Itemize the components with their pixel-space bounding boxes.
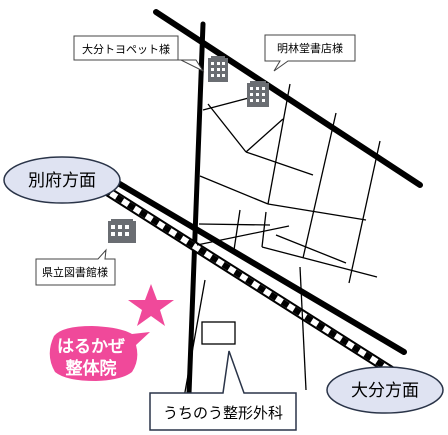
label-harukaze-line1: はるかぜ xyxy=(57,337,125,357)
label-harukaze-line2: 整体院 xyxy=(66,358,117,379)
road-north-south-main xyxy=(185,21,206,423)
star-icon xyxy=(128,284,174,326)
label-clinic: うちのう整形外科 xyxy=(163,404,283,422)
label-toyopet: 大分トヨペット様 xyxy=(82,42,170,56)
callout-library: 県立図書館様 xyxy=(35,248,116,286)
callout-meirindo: 明林堂書店様 xyxy=(264,34,356,72)
road-beppu-oita-highway xyxy=(115,180,407,355)
building-meirindo-icon xyxy=(247,81,269,107)
direction-beppu: 別府方面 xyxy=(3,156,121,204)
label-meirindo: 明林堂書店様 xyxy=(277,41,343,55)
direction-oita: 大分方面 xyxy=(326,366,444,414)
label-library: 県立図書館様 xyxy=(42,265,108,279)
clinic-building-outline xyxy=(201,321,236,345)
label-oita: 大分方面 xyxy=(351,381,419,401)
harukaze-marker: はるかぜ 整体院 xyxy=(49,284,174,381)
harukaze-label-shape xyxy=(49,326,150,381)
label-beppu: 別府方面 xyxy=(28,171,96,191)
callout-toyopet: 大分トヨペット様 xyxy=(73,35,205,73)
callout-clinic: うちのう整形外科 xyxy=(149,350,297,431)
building-library-icon xyxy=(108,219,136,243)
minor-streets xyxy=(179,83,381,421)
railway xyxy=(90,177,396,377)
building-toyopet-icon xyxy=(208,56,228,82)
